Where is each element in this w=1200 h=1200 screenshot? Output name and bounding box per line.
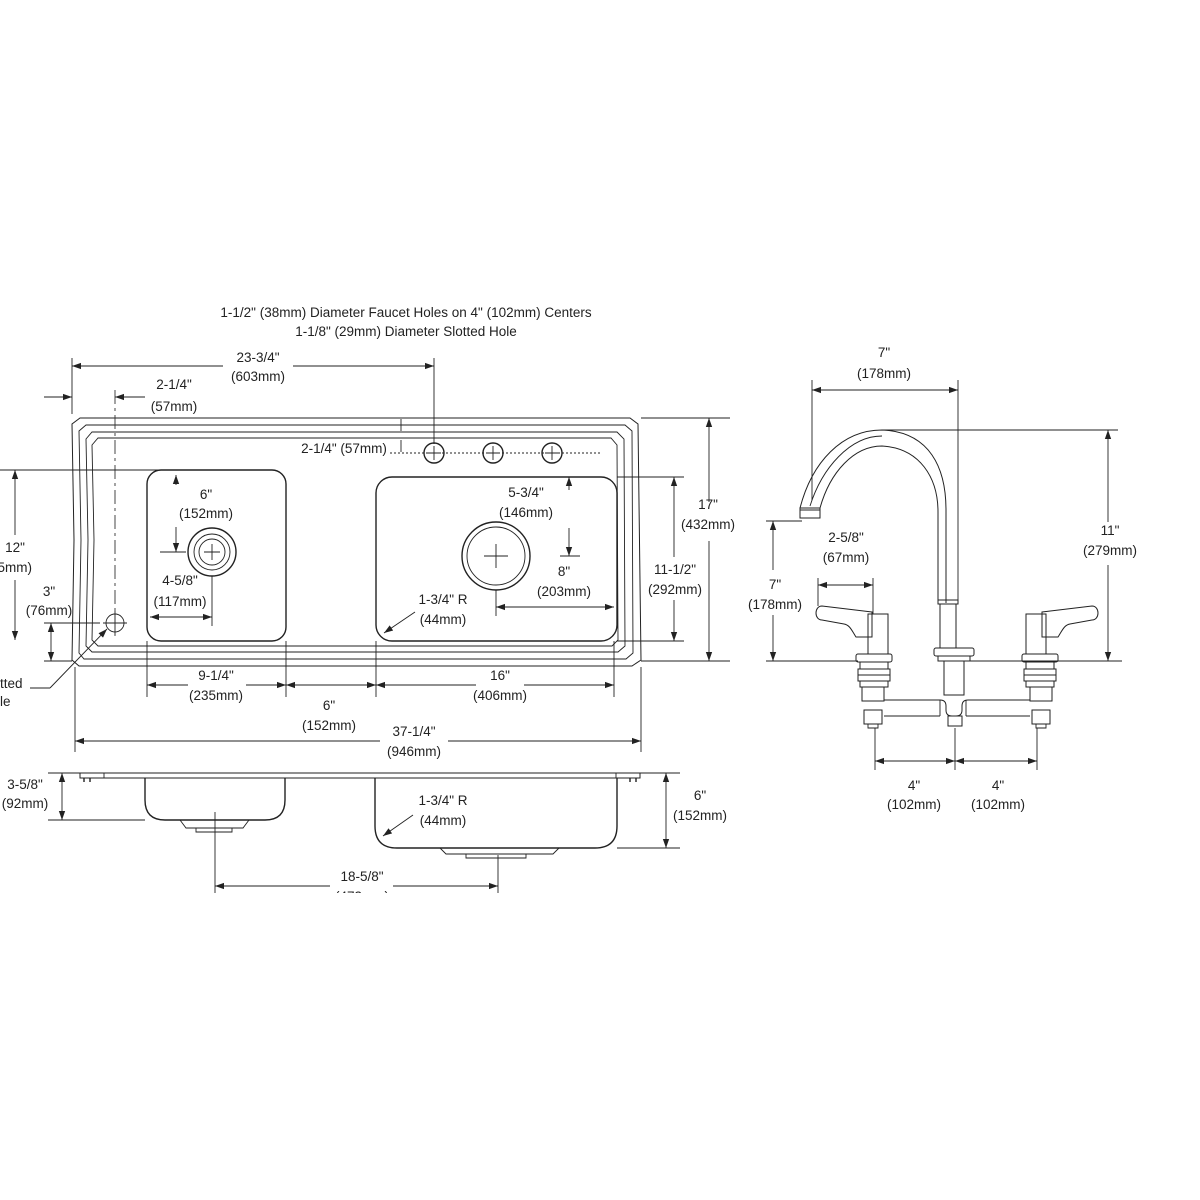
dim-faucet-7-left-mm: (178mm) bbox=[748, 597, 802, 612]
dim-3-5-8-mm: (92mm) bbox=[2, 796, 49, 811]
dim-3-5-8: 3-5/8" bbox=[7, 777, 43, 792]
dim-faucet-4-right-mm: (102mm) bbox=[971, 797, 1025, 812]
dim-4-5-8: 4-5/8" bbox=[162, 573, 198, 588]
dim-23-3-4: 23-3/4" bbox=[236, 350, 279, 365]
faucet-elevation: 7" (178mm) 11" (279mm) 2-5/8" (67mm) 7" … bbox=[748, 345, 1137, 812]
dim-2-1-4-a-mm: (57mm) bbox=[151, 399, 198, 414]
sink-outer-rim bbox=[71, 417, 642, 667]
dim-37-1-4: 37-1/4" bbox=[392, 724, 435, 739]
dim-2-1-4-b: 2-1/4" (57mm) bbox=[301, 441, 387, 456]
top-view-dimensions: 23-3/4" (603mm) 2-1/4" (57mm) 2-1/4" (57… bbox=[0, 350, 735, 759]
faucet-crossover-pipe bbox=[884, 699, 1030, 717]
dim-12-mm: 05mm) bbox=[0, 560, 32, 575]
dim-9-1-4: 9-1/4" bbox=[198, 668, 234, 683]
sink-rim-line-2 bbox=[78, 424, 634, 660]
dim-11-1-2: 11-1/2" bbox=[654, 562, 696, 577]
sink-side-view: 3-5/8" (92mm) 1-3/4" R (44mm) 6" (152mm)… bbox=[2, 772, 727, 904]
dim-6-drain: 6" bbox=[200, 487, 213, 502]
dim-23-3-4-mm: (603mm) bbox=[231, 369, 285, 384]
dim-8: 8" bbox=[558, 564, 571, 579]
notes: 1-1/2" (38mm) Diameter Faucet Holes on 4… bbox=[220, 305, 591, 339]
side-right-bowl bbox=[374, 778, 618, 849]
dim-37-1-4-mm: (946mm) bbox=[387, 744, 441, 759]
left-drain bbox=[187, 527, 237, 577]
dim-side-6-mm: (152mm) bbox=[673, 808, 727, 823]
dim-9-1-4-mm: (235mm) bbox=[189, 688, 243, 703]
dim-6-drain-mm: (152mm) bbox=[179, 506, 233, 521]
left-handle-valve bbox=[815, 605, 893, 729]
faucet-holes bbox=[423, 442, 563, 464]
dim-17-mm: (432mm) bbox=[681, 517, 735, 532]
dim-4-5-8-mm: (117mm) bbox=[153, 594, 206, 609]
dim-side-1-3-4-r: 1-3/4" R bbox=[418, 793, 467, 808]
faucet-spout bbox=[799, 429, 947, 603]
dim-faucet-7-left: 7" bbox=[769, 577, 782, 592]
dim-12: 12" bbox=[5, 540, 25, 555]
dim-17: 17" bbox=[698, 497, 718, 512]
faucet-column bbox=[937, 599, 959, 649]
side-rim bbox=[79, 772, 641, 779]
dim-18-5-8: 18-5/8" bbox=[340, 869, 383, 884]
dim-faucet-2-5-8-mm: (67mm) bbox=[823, 550, 870, 565]
right-handle-valve bbox=[1021, 605, 1099, 729]
sink-ledge-inner bbox=[91, 437, 619, 647]
right-bowl bbox=[375, 476, 618, 642]
dim-3: 3" bbox=[43, 584, 56, 599]
left-bowl bbox=[146, 469, 287, 642]
dim-6-gap: 6" bbox=[323, 698, 336, 713]
dim-16-mm: (406mm) bbox=[473, 688, 527, 703]
dim-faucet-7-top: 7" bbox=[878, 345, 891, 360]
slotted-callout-1: tted bbox=[0, 676, 23, 691]
side-clip-right bbox=[629, 778, 637, 782]
dim-3-mm: (76mm) bbox=[26, 603, 73, 618]
dim-16: 16" bbox=[490, 668, 510, 683]
dim-faucet-11: 11" bbox=[1101, 523, 1120, 538]
right-drain bbox=[461, 521, 531, 591]
dim-faucet-11-mm: (279mm) bbox=[1083, 543, 1137, 558]
sink-ledge bbox=[85, 431, 626, 653]
dim-faucet-4-left: 4" bbox=[908, 778, 921, 793]
dim-faucet-2-5-8: 2-5/8" bbox=[828, 530, 864, 545]
dim-8-mm: (203mm) bbox=[537, 584, 591, 599]
dim-side-6: 6" bbox=[694, 788, 707, 803]
dim-18-5-8-mm: (473mm) bbox=[335, 889, 389, 904]
dim-11-1-2-mm: (292mm) bbox=[648, 582, 702, 597]
dim-6-gap-mm: (152mm) bbox=[302, 718, 356, 733]
dim-side-1-3-4-r-mm: (44mm) bbox=[420, 813, 467, 828]
dim-faucet-4-right: 4" bbox=[992, 778, 1005, 793]
dim-faucet-4-left-mm: (102mm) bbox=[887, 797, 941, 812]
dim-5-3-4-mm: (146mm) bbox=[499, 505, 553, 520]
dim-5-3-4: 5-3/4" bbox=[508, 485, 544, 500]
dim-1-3-4-r-mm: (44mm) bbox=[420, 612, 467, 627]
slotted-hole-note: 1-1/8" (29mm) Diameter Slotted Hole bbox=[295, 324, 517, 339]
side-clip-left bbox=[83, 778, 91, 782]
dim-1-3-4-r: 1-3/4" R bbox=[418, 592, 467, 607]
slotted-callout-2: le bbox=[0, 694, 11, 709]
dim-2-1-4-a: 2-1/4" bbox=[156, 377, 192, 392]
faucet-holes-note: 1-1/2" (38mm) Diameter Faucet Holes on 4… bbox=[220, 305, 591, 320]
dim-faucet-7-top-mm: (178mm) bbox=[857, 366, 911, 381]
